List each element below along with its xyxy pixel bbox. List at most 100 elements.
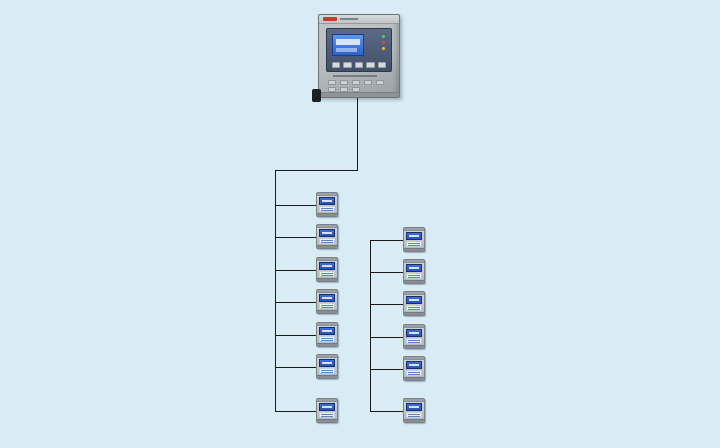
wire (370, 369, 403, 370)
wire (275, 302, 316, 303)
wire (275, 411, 316, 412)
keypad-button (340, 87, 348, 92)
controller-top-strip (319, 15, 399, 24)
controller-display-panel (326, 28, 392, 72)
sensor-device-9 (403, 259, 425, 284)
brand-logo (323, 17, 337, 21)
sensor-terminals (404, 248, 424, 251)
panel-button (343, 62, 352, 68)
sensor-terminals (317, 375, 337, 378)
keypad-button (364, 80, 372, 85)
status-leds (382, 35, 385, 53)
sensor-terminals (404, 345, 424, 348)
model-text (333, 75, 377, 77)
sensor-terminals (317, 278, 337, 281)
sensor-top-cap (317, 258, 337, 261)
keypad-button (352, 80, 360, 85)
sensor-terminals (404, 377, 424, 380)
keypad-button (340, 80, 348, 85)
sensor-label (406, 412, 422, 418)
sensor-top-cap (317, 290, 337, 293)
sensor-lcd (319, 403, 335, 411)
sensor-label (406, 338, 422, 344)
sensor-label (319, 368, 335, 374)
lcd-digits-row2 (336, 48, 357, 52)
sensor-lcd (319, 229, 335, 237)
sensor-top-cap (317, 355, 337, 358)
brand-text (340, 18, 358, 20)
sensor-lcd (319, 327, 335, 335)
lcd-screen (332, 34, 364, 56)
sensor-terminals (317, 343, 337, 346)
sensor-label (319, 336, 335, 342)
controller-unit (312, 14, 400, 102)
sensor-top-cap (317, 323, 337, 326)
sensor-lcd (319, 359, 335, 367)
wire (275, 205, 316, 206)
sensor-device-2 (316, 224, 338, 249)
wire (357, 98, 358, 171)
sensor-device-10 (403, 291, 425, 316)
sensor-label (406, 273, 422, 279)
sensor-label (406, 241, 422, 247)
sensor-lcd (406, 296, 422, 304)
sensor-top-cap (317, 225, 337, 228)
sensor-label (406, 370, 422, 376)
panel-button-row (332, 62, 387, 68)
keypad-button (352, 87, 360, 92)
sensor-terminals (317, 310, 337, 313)
keypad-button (328, 80, 336, 85)
sensor-top-cap (404, 357, 424, 360)
alarm-led (382, 41, 385, 44)
sensor-label (319, 238, 335, 244)
wire (275, 367, 316, 368)
fault-led (382, 47, 385, 50)
panel-button (354, 62, 364, 68)
wire (275, 170, 276, 412)
power-led (382, 35, 385, 38)
sensor-top-cap (404, 292, 424, 295)
wire (275, 335, 316, 336)
sensor-terminals (317, 245, 337, 248)
panel-button (377, 62, 387, 68)
sensor-device-11 (403, 324, 425, 349)
sensor-label (319, 412, 335, 418)
sensor-lcd (406, 403, 422, 411)
wire (370, 337, 403, 338)
sensor-lcd (319, 294, 335, 302)
sensor-lcd (406, 232, 422, 240)
sensor-device-6 (316, 354, 338, 379)
wire (275, 237, 316, 238)
sensor-device-3 (316, 257, 338, 282)
wire (370, 272, 403, 273)
sensor-top-cap (404, 260, 424, 263)
panel-button (366, 62, 375, 68)
wire (370, 240, 371, 412)
sensor-device-7 (316, 398, 338, 423)
keypad (328, 80, 392, 92)
sensor-device-1 (316, 192, 338, 217)
panel-button (332, 62, 341, 68)
sensor-device-12 (403, 356, 425, 381)
wire (275, 170, 358, 171)
sensor-device-13 (403, 398, 425, 423)
sensor-top-cap (317, 193, 337, 196)
sensor-label (319, 206, 335, 212)
sensor-terminals (404, 419, 424, 422)
sensor-top-cap (404, 399, 424, 402)
sensor-lcd (319, 262, 335, 270)
sensor-label (406, 305, 422, 311)
sensor-device-4 (316, 289, 338, 314)
sensor-top-cap (404, 228, 424, 231)
sensor-lcd (406, 264, 422, 272)
sensor-terminals (404, 280, 424, 283)
sensor-lcd (406, 361, 422, 369)
sensor-lcd (406, 329, 422, 337)
wire (275, 270, 316, 271)
sensor-top-cap (317, 399, 337, 402)
sensor-terminals (317, 213, 337, 216)
wire (370, 240, 403, 241)
keypad-button (328, 87, 336, 92)
sensor-terminals (317, 419, 337, 422)
